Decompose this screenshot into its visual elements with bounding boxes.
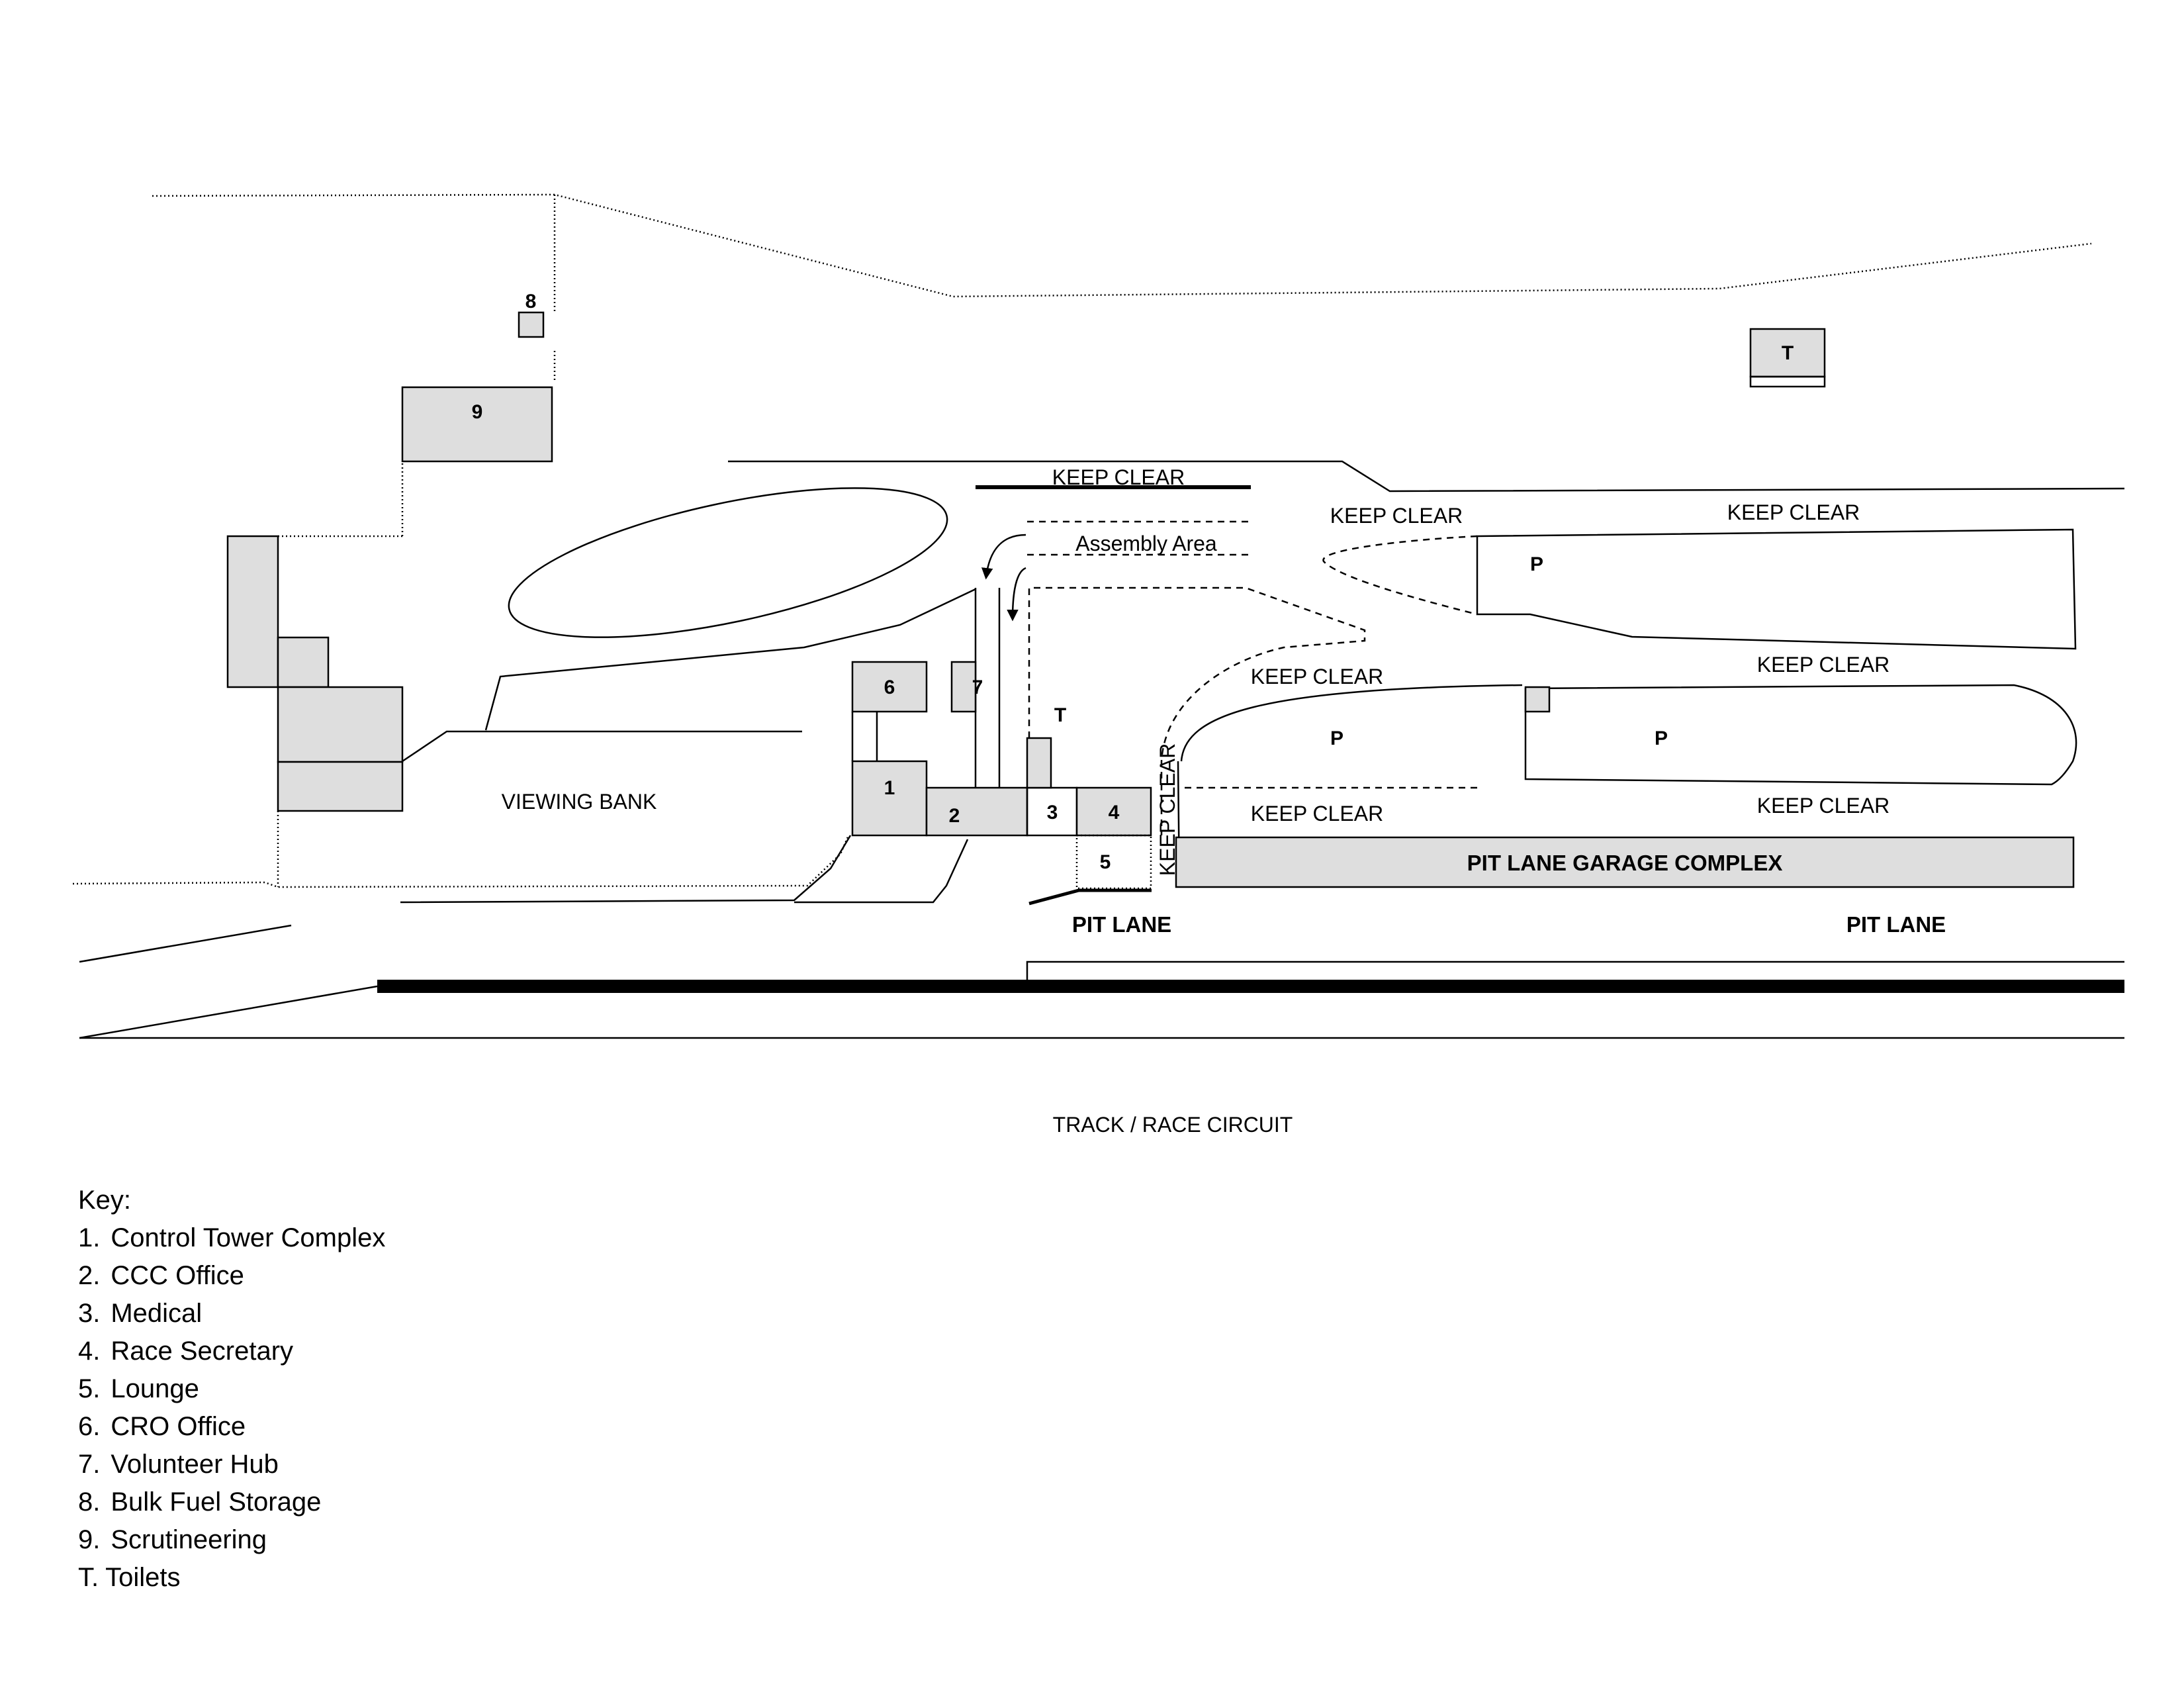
building-2-ccc (925, 786, 1028, 837)
building-6-label: 6 (884, 677, 895, 698)
keep-clear-label-1: KEEP CLEAR (1052, 465, 1185, 489)
site-boundary-bottom (72, 835, 850, 888)
building-4-race-secretary (1075, 786, 1152, 837)
key-item-label: Control Tower Complex (111, 1223, 386, 1252)
key-item-number: 1. (78, 1223, 101, 1252)
building-6-cro (851, 661, 928, 713)
pit-lane-label-east: PIT LANE (1846, 912, 1946, 937)
assembly-area-label: Assembly Area (1075, 532, 1217, 555)
paddock-building-c (277, 686, 404, 763)
key-item-number: 5. (78, 1374, 101, 1403)
key-item-label: Scrutineering (111, 1525, 267, 1554)
building-9-label: 9 (472, 401, 483, 423)
arrow-out (1007, 567, 1026, 622)
key-item-label: Lounge (111, 1374, 199, 1403)
key-list: 1. Control Tower Complex 2. CCC Office 3. Med… (78, 1219, 385, 1597)
key-item-number: 4. (78, 1336, 101, 1366)
building-4-label: 4 (1109, 802, 1120, 823)
perimeter-road (728, 460, 2125, 492)
building-1-label: 1 (884, 777, 895, 799)
parking-area-middle-west (1180, 684, 1523, 762)
toilets-small-label: T (1054, 704, 1066, 726)
toilets-small (1026, 737, 1052, 789)
track-edge-top (1026, 961, 2124, 980)
service-road (794, 839, 969, 904)
key-item: 7. Volunteer Hub (78, 1446, 385, 1483)
key-item-number: 8. (78, 1487, 101, 1517)
viewing-bank-lower (402, 730, 802, 763)
key-item-number: T. (78, 1563, 99, 1592)
parking-marker-middle-east: P (1655, 727, 1668, 749)
parking-kiosk (1524, 686, 1551, 713)
site-boundary-top (152, 193, 2092, 298)
keep-clear-label-vertical: KEEP CLEAR (1156, 743, 1179, 876)
key-item: T.Toilets (78, 1559, 385, 1597)
arrow-in (981, 534, 1026, 580)
building-5-lounge (1075, 834, 1152, 890)
key-item: 6. CRO Office (78, 1408, 385, 1446)
key-item-number: 7. (78, 1450, 101, 1479)
key-item: 2. CCC Office (78, 1257, 385, 1295)
key-item: 4. Race Secretary (78, 1333, 385, 1370)
key-title: Key: (78, 1186, 132, 1215)
toilets-base (1749, 375, 1826, 388)
track-edge-left (79, 924, 292, 963)
parking-area-north-approach (1322, 535, 1478, 616)
keep-clear-label-4: KEEP CLEAR (1251, 665, 1383, 688)
viewing-bank-bottom (400, 835, 852, 904)
holding-lane (1028, 586, 1366, 835)
building-8-fuel (518, 311, 545, 338)
pit-garage-label: PIT LANE GARAGE COMPLEX (1467, 851, 1783, 875)
keep-clear-label-5: KEEP CLEAR (1757, 653, 1889, 677)
key-item-label: CRO Office (111, 1412, 246, 1441)
key-item: 3. Medical (78, 1295, 385, 1333)
paddock-building-b (277, 636, 330, 688)
key-item-label: Volunteer Hub (111, 1450, 279, 1479)
map-key: Key: 1. Control Tower Complex 2. CCC Office… (78, 1182, 385, 1597)
building-5-label: 5 (1100, 851, 1111, 873)
key-item-number: 9. (78, 1525, 101, 1554)
building-3-label: 3 (1047, 802, 1058, 823)
parking-marker-north: P (1530, 553, 1543, 575)
key-item-number: 6. (78, 1412, 101, 1441)
pit-lane-label-west: PIT LANE (1072, 912, 1171, 937)
toilets-block (1749, 328, 1826, 378)
keep-clear-label-7: KEEP CLEAR (1757, 794, 1889, 818)
building-7-label: 7 (972, 677, 983, 698)
key-item: 9. Scrutineering (78, 1521, 385, 1559)
building-8-label: 8 (525, 291, 537, 312)
pit-lane-garage-complex (1175, 836, 2075, 888)
building-2-label: 2 (949, 805, 960, 827)
viewing-bank-label: VIEWING BANK (502, 790, 657, 814)
keep-clear-label-6: KEEP CLEAR (1251, 802, 1383, 825)
key-item: 8. Bulk Fuel Storage (78, 1483, 385, 1521)
parking-area-north (1476, 528, 2077, 650)
key-item-label: Bulk Fuel Storage (111, 1487, 322, 1517)
toilets-label: T (1782, 342, 1794, 364)
key-item: 1. Control Tower Complex (78, 1219, 385, 1257)
key-item-label: Toilets (105, 1563, 181, 1592)
oval-island (508, 487, 948, 638)
keep-clear-label-3: KEEP CLEAR (1727, 500, 1860, 524)
key-item-label: CCC Office (111, 1261, 244, 1290)
key-item-label: Race Secretary (111, 1336, 294, 1366)
paddock-building-d (277, 761, 404, 812)
track-label: TRACK / RACE CIRCUIT (1053, 1113, 1293, 1137)
key-item-number: 3. (78, 1299, 101, 1328)
pit-entry-line (1028, 888, 1152, 906)
key-item: 5. Lounge (78, 1370, 385, 1408)
key-item-number: 2. (78, 1261, 101, 1290)
parking-area-middle-east (1524, 684, 2077, 786)
parking-marker-middle-west: P (1330, 727, 1343, 749)
track-edge-entry (79, 985, 378, 1039)
building-9-scrutineering (401, 386, 553, 463)
building-6-link (851, 712, 878, 761)
keep-clear-label-2: KEEP CLEAR (1330, 504, 1463, 528)
paddock-building-a (226, 535, 279, 688)
viewing-bank-outline (484, 588, 976, 731)
key-item-label: Medical (111, 1299, 203, 1328)
building-7-volunteer (950, 661, 977, 713)
